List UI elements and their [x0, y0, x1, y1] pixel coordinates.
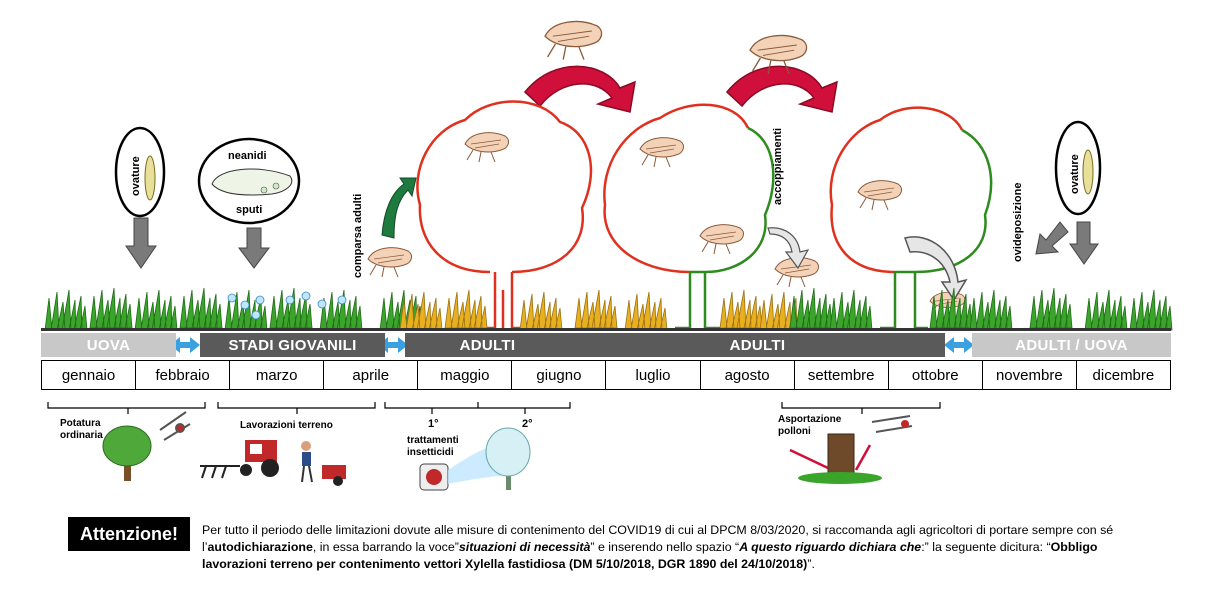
attention-badge: Attenzione! — [68, 517, 190, 551]
month-cell: febbraio — [136, 361, 231, 389]
month-row: gennaio febbraio marzo aprile maggio giu… — [41, 360, 1171, 390]
notice-segment: ”. — [807, 557, 815, 571]
ovature-label-right: ovature — [1069, 154, 1081, 194]
month-cell: gennaio — [42, 361, 137, 389]
notice-segment: , in essa barrando la voce” — [312, 540, 459, 554]
emergence-arrow — [381, 177, 417, 239]
notice-segment: autodichiarazione — [207, 540, 313, 554]
month-cell: agosto — [701, 361, 795, 389]
down-arrow — [1035, 221, 1069, 255]
ovature-bubble-left — [114, 126, 166, 218]
insect-icon — [699, 224, 744, 255]
stage-label: STADI GIOVANILI — [228, 336, 357, 354]
notice-segment: Obbligo lavorazioni terreno per contenim… — [202, 540, 1098, 571]
stage-stadi-giovanili: STADI GIOVANILI — [200, 333, 385, 357]
notice-segment: situazioni di necessità — [458, 540, 591, 554]
neanidi-label: neanidi — [228, 150, 267, 162]
month-cell: ottobre — [889, 361, 983, 389]
insect-icon — [544, 20, 603, 61]
stage-adulti-2: ADULTI — [570, 333, 945, 357]
sucker-removal-icon — [789, 415, 913, 484]
ovature-bubble-right — [1054, 120, 1102, 216]
month-cell: luglio — [606, 361, 701, 389]
stage-label: ADULTI / UOVA — [1015, 336, 1128, 354]
month-cell: marzo — [230, 361, 325, 389]
asportazione-label: Asportazione polloni — [778, 414, 842, 437]
comparsa-adulti-label: comparsa adulti — [352, 193, 364, 278]
neanidi-bubble — [197, 137, 301, 225]
month-cell: novembre — [983, 361, 1077, 389]
month-cell: giugno — [512, 361, 607, 389]
ovideposizione-label: ovideposizione — [1012, 182, 1024, 262]
month-cell: maggio — [418, 361, 513, 389]
ovature-label-left: ovature — [130, 156, 142, 196]
potatura-label: Potatura ordinaria — [60, 418, 103, 441]
grass-row — [44, 287, 1173, 331]
stage-uova: UOVA — [41, 333, 176, 357]
curved-arrow — [767, 227, 810, 270]
stage-label: UOVA — [86, 336, 131, 354]
transition-arrow — [170, 337, 974, 353]
notice-segment: ” e inserendo nello spazio “ — [590, 540, 740, 554]
notice-text: Per tutto il periodo delle limitazioni d… — [202, 522, 1162, 573]
accoppiamenti-label: accoppiamenti — [772, 127, 784, 205]
ground-line — [41, 328, 1171, 331]
stage-label: ADULTI — [729, 336, 786, 354]
migration-arrow-2 — [725, 65, 838, 113]
down-arrow — [1069, 221, 1099, 265]
tractor-icon — [200, 440, 279, 479]
lavorazioni-label: Lavorazioni terreno — [240, 420, 333, 431]
curved-arrow — [904, 236, 968, 302]
trattamenti-label: trattamenti insetticidi — [407, 435, 459, 458]
sputi-label: sputi — [236, 204, 263, 216]
sprayed-tree-icon — [485, 427, 531, 490]
first-treatment-label: 1° — [428, 418, 439, 430]
tree-outline-green — [829, 106, 993, 330]
tree-outline-mixed — [603, 103, 775, 330]
notice-segment: A questo riguardo dichiara che — [739, 540, 922, 554]
down-arrow — [125, 217, 157, 269]
insect-icon — [464, 132, 509, 163]
stage-label: ADULTI — [459, 336, 516, 354]
insect-icon — [639, 137, 684, 168]
tiller-operator-icon — [301, 441, 346, 486]
pruning-shears-icon — [159, 411, 191, 441]
practice-brackets — [47, 402, 941, 414]
insect-icon — [367, 247, 412, 278]
month-cell: aprile — [324, 361, 419, 389]
migration-arrow-1 — [523, 65, 636, 113]
stage-adulti-1: ADULTI — [405, 333, 570, 357]
down-arrow — [238, 227, 270, 269]
notice-segment: Per tutto il periodo delle limitazioni d… — [202, 523, 1114, 554]
month-cell: dicembre — [1092, 366, 1155, 384]
insect-icon — [857, 180, 902, 211]
notice-segment: :” la seguente dicitura: “ — [921, 540, 1051, 554]
month-cell: settembre — [795, 361, 889, 389]
stage-adulti-uova: ADULTI / UOVA — [972, 333, 1171, 357]
second-treatment-label: 2° — [522, 418, 533, 430]
olive-tree-icon — [102, 425, 152, 481]
